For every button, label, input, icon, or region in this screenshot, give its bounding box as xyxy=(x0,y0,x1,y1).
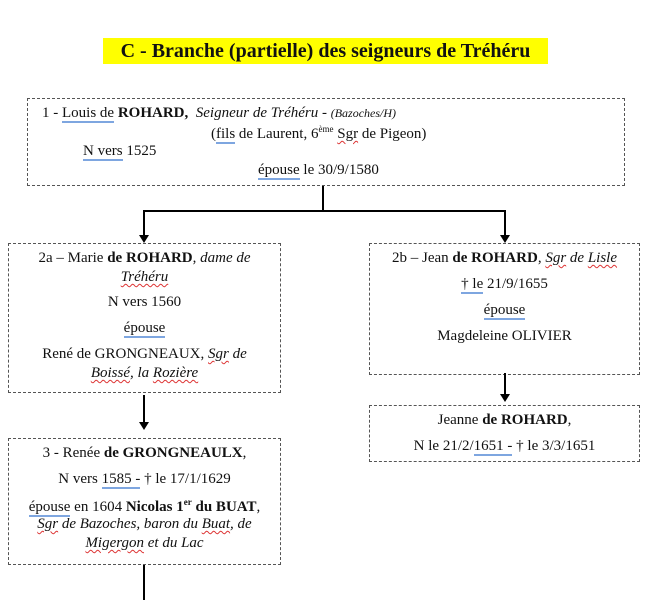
text: , la xyxy=(129,365,153,381)
spouse-name: Nicolas 1 xyxy=(125,499,184,515)
prefix: 2b – Jean xyxy=(391,250,453,266)
parent-line: (fils de Laurent, 6ème Sgr de Pigeon) xyxy=(211,124,427,144)
place: (Bazoches/H) xyxy=(330,106,397,120)
sgr: Sgr xyxy=(37,516,59,532)
text: de Bazoches, baron du xyxy=(58,516,202,532)
title: Seigneur de Tréhéru xyxy=(195,105,319,121)
marriage-word: épouse xyxy=(483,302,526,320)
connector xyxy=(504,373,506,395)
separator: - xyxy=(318,105,331,121)
person-box-renee: 3 - Renée de GRONGNEAULX, N vers 1585 - … xyxy=(8,438,281,565)
fils: fils xyxy=(216,126,236,144)
connector xyxy=(143,565,145,600)
title-line: Tréhéru xyxy=(9,269,280,286)
arrow-down-icon xyxy=(139,235,149,243)
arrow-down-icon xyxy=(500,394,510,402)
louis-name-line: 1 - Louis de ROHARD, Seigneur de Tréhéru… xyxy=(42,105,397,123)
surname: de ROHARD xyxy=(452,250,538,266)
title: dame de xyxy=(200,250,251,266)
dates-line: N le 21/2/1651 - † le 3/3/1651 xyxy=(370,438,639,456)
spouse-surname: du BUAT xyxy=(191,499,257,515)
sgr: Sgr xyxy=(545,250,567,266)
surname: de GRONGNEAULX xyxy=(103,445,243,461)
suffix: , xyxy=(567,412,572,428)
marriage-year: en 1604 xyxy=(70,499,126,515)
title: de xyxy=(566,250,588,266)
marriage-line: épouse xyxy=(9,320,280,338)
text: et du Lac xyxy=(144,535,204,551)
prefix: Jeanne xyxy=(437,412,483,428)
place: Migergon xyxy=(85,535,145,551)
death-mark: † le xyxy=(461,276,484,294)
death: † le 3/3/1651 xyxy=(512,438,596,454)
superscript: er xyxy=(183,497,192,507)
person-box-jean: 2b – Jean de ROHARD, Sgr de Lisle † le 2… xyxy=(369,243,640,375)
sgr: Sgr xyxy=(208,346,229,362)
connector xyxy=(143,395,145,423)
prefix: 2a – Marie xyxy=(38,250,108,266)
spouse-title-line: Migergon et du Lac xyxy=(9,535,280,552)
marriage-line: épouse en 1604 Nicolas 1er du BUAT, xyxy=(28,497,261,517)
sgr: Sgr xyxy=(337,126,359,142)
person-box-marie: 2a – Marie de ROHARD, dame de Tréhéru N … xyxy=(8,243,281,393)
death-line: † le 21/9/1655 xyxy=(370,276,639,294)
suffix: , xyxy=(537,250,546,266)
person-box-jeanne: Jeanne de ROHARD, N le 21/2/1651 - † le … xyxy=(369,405,640,462)
paren: ( xyxy=(211,126,216,142)
birth-year: 1651 - xyxy=(473,438,513,456)
name-line: 3 - Renée de GRONGNEAULX, xyxy=(9,445,280,462)
parent-text: de Laurent, 6 xyxy=(235,126,319,142)
marriage-word: épouse xyxy=(123,320,166,338)
generation-number: 1 - xyxy=(42,105,62,121)
suffix: , xyxy=(242,445,247,461)
arrow-down-icon xyxy=(500,235,510,243)
surname: de ROHARD xyxy=(482,412,568,428)
spouse-title-line: Sgr de Bazoches, baron du Buat, de xyxy=(9,516,280,533)
marriage-date: le 30/9/1580 xyxy=(299,162,379,178)
place: Buat xyxy=(201,516,231,532)
person-box-louis: 1 - Louis de ROHARD, Seigneur de Tréhéru… xyxy=(27,98,625,186)
death: † le 17/1/1629 xyxy=(140,471,231,487)
spouse-title-line: Boissé, la Rozière xyxy=(9,365,280,382)
death-date: 21/9/1655 xyxy=(483,276,548,292)
birth: N le 21/2/ xyxy=(413,438,474,454)
place: Rozière xyxy=(152,365,199,381)
marriage-word: épouse xyxy=(28,499,71,517)
name-line: 2b – Jean de ROHARD, Sgr de Lisle xyxy=(370,250,639,267)
marriage-word: épouse xyxy=(258,162,300,180)
name-line: 2a – Marie de ROHARD, dame de xyxy=(9,250,280,267)
name-line: Jeanne de ROHARD, xyxy=(370,412,639,429)
arrow-down-icon xyxy=(139,422,149,430)
spouse-line: René de GRONGNEAUX, Sgr de xyxy=(9,346,280,363)
birth-line: N vers 1560 xyxy=(107,294,182,310)
connector xyxy=(504,210,506,236)
dates-line: N vers 1585 - † le 17/1/1629 xyxy=(9,471,280,489)
surname: ROHARD, xyxy=(117,105,189,121)
spouse-name: Magdeleine OLIVIER xyxy=(437,328,572,344)
marriage-line: épouse le 30/9/1580 xyxy=(258,162,379,180)
birth-label: N vers xyxy=(83,143,123,161)
prefix: 3 - Renée xyxy=(42,445,104,461)
text: , de xyxy=(230,516,252,532)
connector xyxy=(143,210,145,236)
birth-year: 1585 - xyxy=(101,471,141,489)
connector xyxy=(144,210,506,212)
birth: N vers xyxy=(58,471,102,487)
connector xyxy=(322,186,324,211)
title-place: Tréhéru xyxy=(120,269,169,285)
place: Lisle xyxy=(587,250,618,266)
parent-end: de Pigeon) xyxy=(358,126,427,142)
superscript: ème xyxy=(318,124,334,134)
suffix: , xyxy=(192,250,201,266)
surname: de ROHARD xyxy=(107,250,193,266)
birth-line: N vers 1525 xyxy=(83,143,157,161)
spouse-name: René de GRONGNEAUX, xyxy=(42,346,209,362)
page-title: C - Branche (partielle) des seigneurs de… xyxy=(103,38,548,64)
place: Boissé xyxy=(90,365,130,381)
marriage-line: épouse xyxy=(370,302,639,320)
spouse-title: de xyxy=(228,346,247,362)
birth-year: 1525 xyxy=(122,143,157,159)
first-name: Louis de xyxy=(62,105,115,123)
